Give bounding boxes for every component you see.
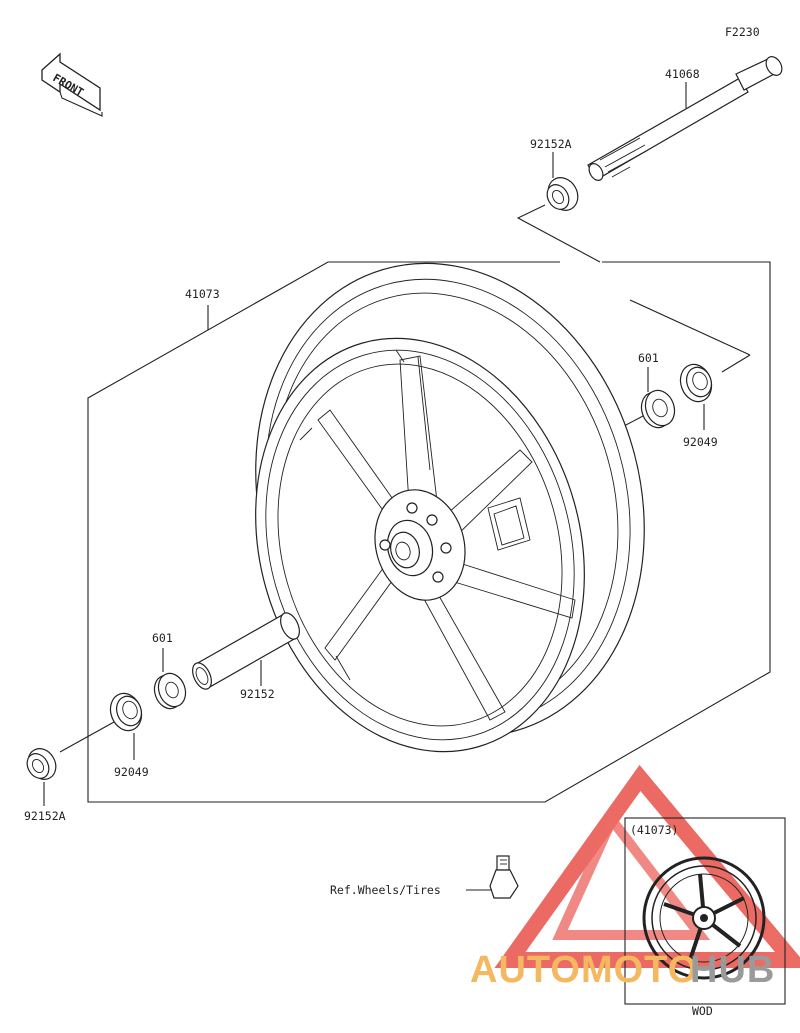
assembly-frame — [59, 204, 771, 803]
axle-part — [587, 56, 783, 181]
label-collar-top: 92152A — [530, 137, 572, 151]
label-bearing-right: 601 — [638, 351, 659, 365]
inset-caption: WOD — [692, 1004, 713, 1018]
watermark-part2: HUB — [690, 949, 775, 991]
seal-left-part — [109, 692, 143, 760]
label-collar-bottom: 92152A — [24, 809, 66, 823]
watermark-text: AUTOMOTO HUB — [470, 949, 775, 991]
label-seal-left: 92049 — [114, 765, 149, 779]
watermark-logo-icon — [494, 764, 800, 968]
bearing-left-part — [153, 648, 187, 710]
label-spacer: 92152 — [240, 687, 275, 701]
front-arrow-icon: FRONT — [41, 52, 103, 117]
collar-bottom-part — [26, 748, 57, 806]
watermark-part1: AUTOMOTO — [470, 949, 698, 991]
figure-code: F2230 — [725, 25, 760, 39]
inset-box: (41073) WOD — [624, 817, 786, 1018]
label-seal-right: 92049 — [683, 435, 718, 449]
wheel-part — [255, 262, 645, 753]
label-wheel: 41073 — [185, 287, 220, 301]
collar-top-part — [546, 152, 579, 211]
label-axle: 41068 — [665, 67, 700, 81]
inset-ref: (41073) — [630, 823, 678, 837]
spacer-part — [192, 612, 300, 690]
valve-part — [466, 855, 519, 899]
bearing-right-part — [640, 367, 676, 429]
inset-wheel-icon — [642, 856, 766, 980]
seal-right-part — [679, 363, 713, 430]
ref-note: Ref.Wheels/Tires — [330, 883, 441, 897]
label-bearing-left: 601 — [152, 631, 173, 645]
